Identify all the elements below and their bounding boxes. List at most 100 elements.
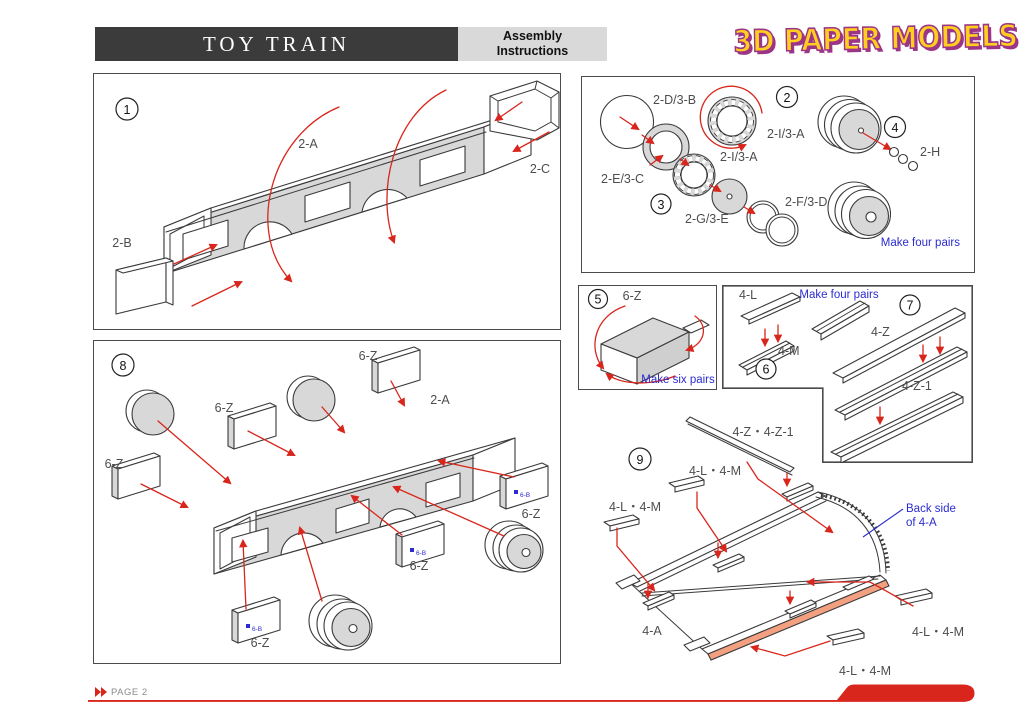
plate-6z-bottom: 6-B [231,596,281,644]
label-2c: 2-C [530,162,550,176]
label-6z: 6-Z [359,349,378,363]
label-4z1: 4-Z-1 [902,379,932,393]
label-6b: 6-B [520,492,530,499]
label-6b: 6-B [416,550,426,557]
chassis-4a [615,482,890,661]
label-2a: 2-A [430,393,450,407]
step9-diagram: 9 4-Z・4-Z-1 4-L・4-M 4-L・4-M 4-L・4-M 4-L・… [603,416,964,678]
finished-wheel-top [817,95,892,154]
footer-swoosh [88,684,975,702]
6b-marker-square [246,624,250,628]
beam-4l4m-2 [603,514,640,532]
assembled-beam-long [830,391,964,463]
step1-number: 1 [124,103,131,117]
rolled-rim-2i3a-step3 [672,153,716,197]
step2-number: 2 [784,91,791,105]
step3-number: 3 [658,198,665,212]
note-make-four-pairs: Make four pairs [881,237,961,249]
label-2b: 2-B [112,236,131,250]
step5-diagram: 5 6-Z Make six pairs [587,288,715,386]
beam-4l [740,292,801,325]
step5-badge [587,288,609,310]
attach-arrows [140,380,515,610]
plate-6z-mid: 6-B [395,520,445,568]
step6-badge [755,358,777,380]
plate-6z-top [371,346,421,394]
step4-number: 4 [892,121,899,135]
label-4l4m: 4-L・4-M [839,664,891,678]
step9-area: 9 4-Z・4-Z-1 4-L・4-M 4-L・4-M 4-L・4-M 4-L・… [580,415,1027,690]
subtitle-line2: Instructions [496,44,569,58]
fold-arrows [173,89,550,307]
assembled-beam-small [811,300,870,341]
backside-leader-line [862,508,904,538]
page-title: TOY TRAIN [202,31,351,56]
wheel-right [484,520,544,573]
footer [85,680,985,706]
step4-badge [883,115,907,139]
steps2-4-diagram: 2 2-I/3-A 2-D/3-B 2-E/3-C 2-I/3-A [599,85,961,249]
subtitle-box: Assembly Instructions [458,27,607,61]
label-6z: 6-Z [623,289,642,303]
page-number: PAGE 2 [111,687,148,698]
rolled-rim-2i3a [699,85,763,152]
chevron-icon [101,687,107,697]
beam-4l4m-1 [668,475,705,493]
label-2i3a-step2: 2-I/3-A [767,127,805,141]
note-back-side-1: Back side [906,503,956,515]
label-6z: 6-Z [522,507,541,521]
label-4m: 4-M [778,344,800,358]
step1-badge [115,97,139,121]
label-4z: 4-Z [871,325,890,339]
step8-diagram: 6-B 6-B 6-B [105,346,549,651]
label-4l: 4-L [739,288,757,302]
label-4l4m: 4-L・4-M [689,464,741,478]
subtitle-line1: Assembly [502,29,563,43]
attach-connectors [616,461,914,657]
label-2f3d: 2-F/3-D [785,195,827,209]
label-4l4m: 4-L・4-M [609,500,661,514]
wheel-bottom [308,594,373,651]
assembly-axis-arrows [641,134,756,215]
plate-6z-right: 6-B [499,462,549,510]
beam-4z1 [834,346,968,421]
beam-4z-4z1 [685,416,795,476]
step3-badge [650,193,672,215]
step5-number: 5 [595,293,602,307]
footer-graphics [88,684,975,702]
6b-marker-square [410,548,414,552]
label-4z-4z1: 4-Z・4-Z-1 [732,425,793,439]
block-6z [600,317,710,385]
panel-step8: 6-B 6-B 6-B [93,340,561,664]
finished-wheel-bottom [827,181,892,240]
step9-number: 9 [637,453,644,467]
step6-number: 6 [763,363,770,377]
label-2a: 2-A [298,137,318,151]
panel-steps6-7: 6 7 4-L 4-M 4-Z 4-Z-1 Make four pairs [722,285,973,463]
chevron-icon [95,687,101,697]
join-arrows-6 [760,324,783,348]
beam-4l4m-3 [894,588,933,606]
label-6z: 6-Z [105,457,124,471]
label-4l4m: 4-L・4-M [912,625,964,639]
step8-number: 8 [120,359,127,373]
label-6b: 6-B [252,626,262,633]
train-body-2a [163,107,532,275]
label-2g3e: 2-G/3-E [685,212,729,226]
brand-logo: 3D PAPER MODELS [732,18,1019,60]
label-2e3c: 2-E/3-C [601,172,644,186]
fold-arrows [594,305,705,384]
label-2h: 2-H [920,145,940,159]
panel-step1: 1 2-A 2-B 2-C [93,73,561,330]
title-bar: TOY TRAIN [95,27,458,61]
step9-badge [628,447,652,471]
roof-disc-left [125,389,175,436]
label-2i3a-step3: 2-I/3-A [720,150,758,164]
note-make-four-pairs: Make four pairs [799,289,879,301]
6b-marker-square [514,490,518,494]
note-make-six-pairs: Make six pairs [641,374,715,386]
panel-step5: 5 6-Z Make six pairs [578,285,717,390]
paper-beads-2h [888,146,919,172]
label-4a: 4-A [642,624,662,638]
